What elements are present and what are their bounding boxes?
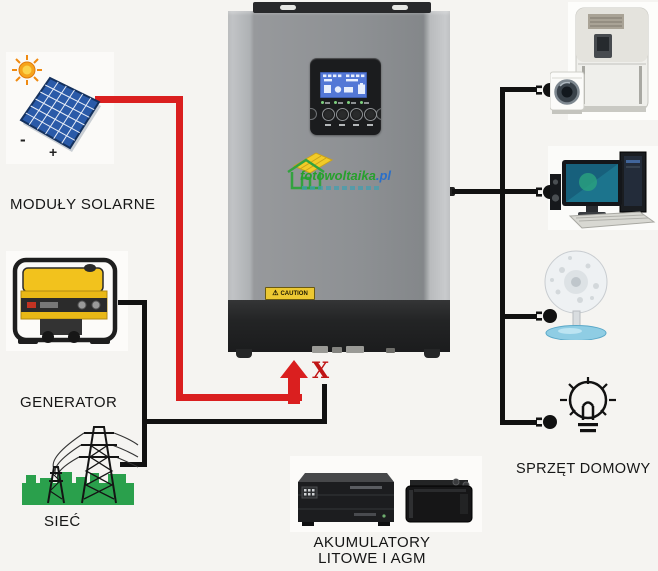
lithium-battery-rack bbox=[298, 473, 394, 526]
appliances-label: SPRZĘT DOMOWY bbox=[516, 461, 651, 477]
status-led bbox=[321, 101, 324, 104]
batteries-label: AKUMULATORY LITOWE I AGM bbox=[313, 534, 431, 567]
output-cable-main bbox=[452, 189, 538, 194]
brand-watermark: fotowoltaika.pl bbox=[284, 150, 404, 198]
status-led bbox=[347, 101, 350, 104]
inverter-mount-bracket bbox=[253, 2, 431, 13]
blocked-connection-mark: X bbox=[312, 358, 330, 384]
pv-arrow-icon bbox=[280, 360, 308, 404]
lcd-screen bbox=[320, 72, 367, 98]
up-button bbox=[336, 107, 349, 121]
pv-cable-bottom bbox=[176, 394, 302, 401]
panel-side-knob bbox=[310, 108, 317, 120]
enter-button bbox=[364, 107, 377, 121]
agm-battery bbox=[405, 478, 473, 523]
logo-text: fotowoltaika.pl bbox=[300, 168, 392, 183]
generator-image bbox=[12, 257, 118, 344]
down-button bbox=[350, 107, 363, 121]
ac-in-cable-horizontal bbox=[142, 419, 327, 424]
button-caption bbox=[338, 124, 345, 126]
warning-icon: ⚠ bbox=[272, 290, 279, 297]
status-led bbox=[334, 101, 337, 104]
button-caption bbox=[366, 124, 373, 126]
output-cable-trunk bbox=[500, 87, 505, 425]
plug-icon bbox=[536, 415, 557, 429]
air-conditioner bbox=[575, 7, 649, 112]
inverter-foot bbox=[236, 349, 252, 358]
output-branch-fan bbox=[503, 314, 537, 319]
generator-label: GENERATOR bbox=[20, 394, 118, 411]
pv-cable-vertical bbox=[176, 96, 183, 401]
output-branch-ac bbox=[503, 87, 537, 92]
light-bulb-icon bbox=[560, 377, 616, 433]
computer-set bbox=[550, 151, 656, 229]
control-panel bbox=[310, 58, 381, 135]
left-cable-vertical bbox=[142, 300, 147, 467]
led-caption bbox=[325, 101, 330, 104]
solar-panel bbox=[19, 76, 101, 152]
inverter-bottom-section bbox=[228, 300, 450, 352]
panel-minus-sign: - bbox=[20, 130, 26, 149]
button-caption bbox=[324, 124, 331, 126]
pv-cable-horizontal bbox=[95, 96, 183, 103]
logo-subtext bbox=[302, 186, 380, 190]
fan bbox=[544, 250, 608, 340]
output-branch-bulb bbox=[503, 420, 537, 425]
port-connector bbox=[312, 346, 328, 353]
panel-plus-sign: + bbox=[49, 144, 58, 160]
washing-machine bbox=[550, 71, 585, 114]
inverter-output-terminal bbox=[446, 187, 455, 196]
menu-button bbox=[322, 107, 335, 121]
led-caption bbox=[364, 101, 369, 104]
bracket-hole bbox=[280, 5, 296, 10]
inverter: ⚠ CAUTION bbox=[228, 2, 450, 359]
bracket-hole bbox=[392, 5, 408, 10]
port-connector bbox=[332, 347, 342, 353]
caution-label: ⚠ CAUTION bbox=[265, 287, 315, 300]
solar-label: MODUŁY SOLARNE bbox=[10, 196, 156, 213]
button-caption bbox=[352, 124, 359, 126]
generator-cable bbox=[118, 300, 145, 305]
ac-in-cable-vertical bbox=[322, 384, 327, 424]
port-connector bbox=[346, 346, 364, 353]
led-caption bbox=[338, 101, 343, 104]
status-led bbox=[360, 101, 363, 104]
plug-icon bbox=[536, 309, 557, 323]
port-connector bbox=[386, 348, 395, 353]
led-caption bbox=[351, 101, 356, 104]
power-pylons bbox=[22, 426, 139, 505]
sun-icon bbox=[12, 55, 42, 85]
grid-label: SIEĆ bbox=[44, 513, 81, 530]
inverter-foot bbox=[424, 349, 440, 358]
